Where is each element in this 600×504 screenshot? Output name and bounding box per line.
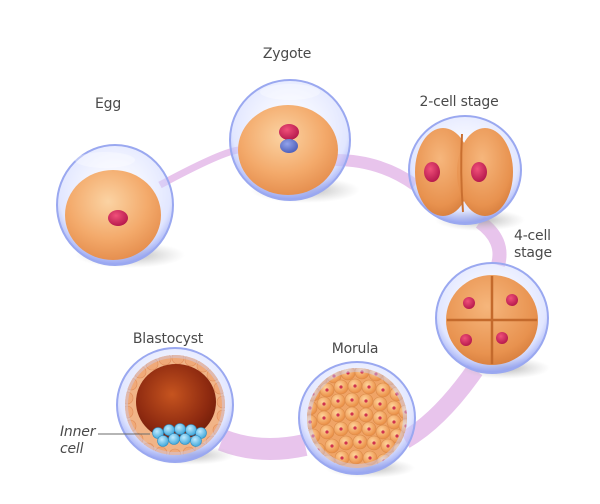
label-inner-cell: Inner cell: [60, 424, 95, 458]
blastocoel: [136, 364, 216, 440]
label-egg: Egg: [94, 96, 122, 112]
four-cell-embryo: [435, 262, 550, 379]
label-zygote: Zygote: [262, 46, 312, 62]
label-four-cell-line1: 4-cell: [514, 228, 551, 244]
nucleus-icon: [108, 210, 128, 226]
inner-cell-mass: [152, 423, 207, 447]
male-pronucleus-icon: [280, 139, 298, 153]
egg-cell: [56, 144, 185, 268]
label-two-cell-stage: 2-cell stage: [419, 94, 499, 110]
label-four-cell-line2: stage: [514, 245, 552, 261]
blastocyst-embryo: [98, 347, 235, 465]
label-morula: Morula: [331, 341, 379, 357]
label-inner-cell-line1: Inner: [60, 424, 96, 440]
morula-embryo: [298, 361, 416, 478]
label-inner-cell-line2: cell: [60, 441, 84, 457]
label-blastocyst: Blastocyst: [132, 331, 204, 347]
zygote-cell: [229, 79, 360, 203]
two-cell-embryo: [408, 115, 525, 231]
label-four-cell-stage: 4-cell stage: [514, 228, 552, 262]
female-pronucleus-icon: [279, 124, 299, 140]
